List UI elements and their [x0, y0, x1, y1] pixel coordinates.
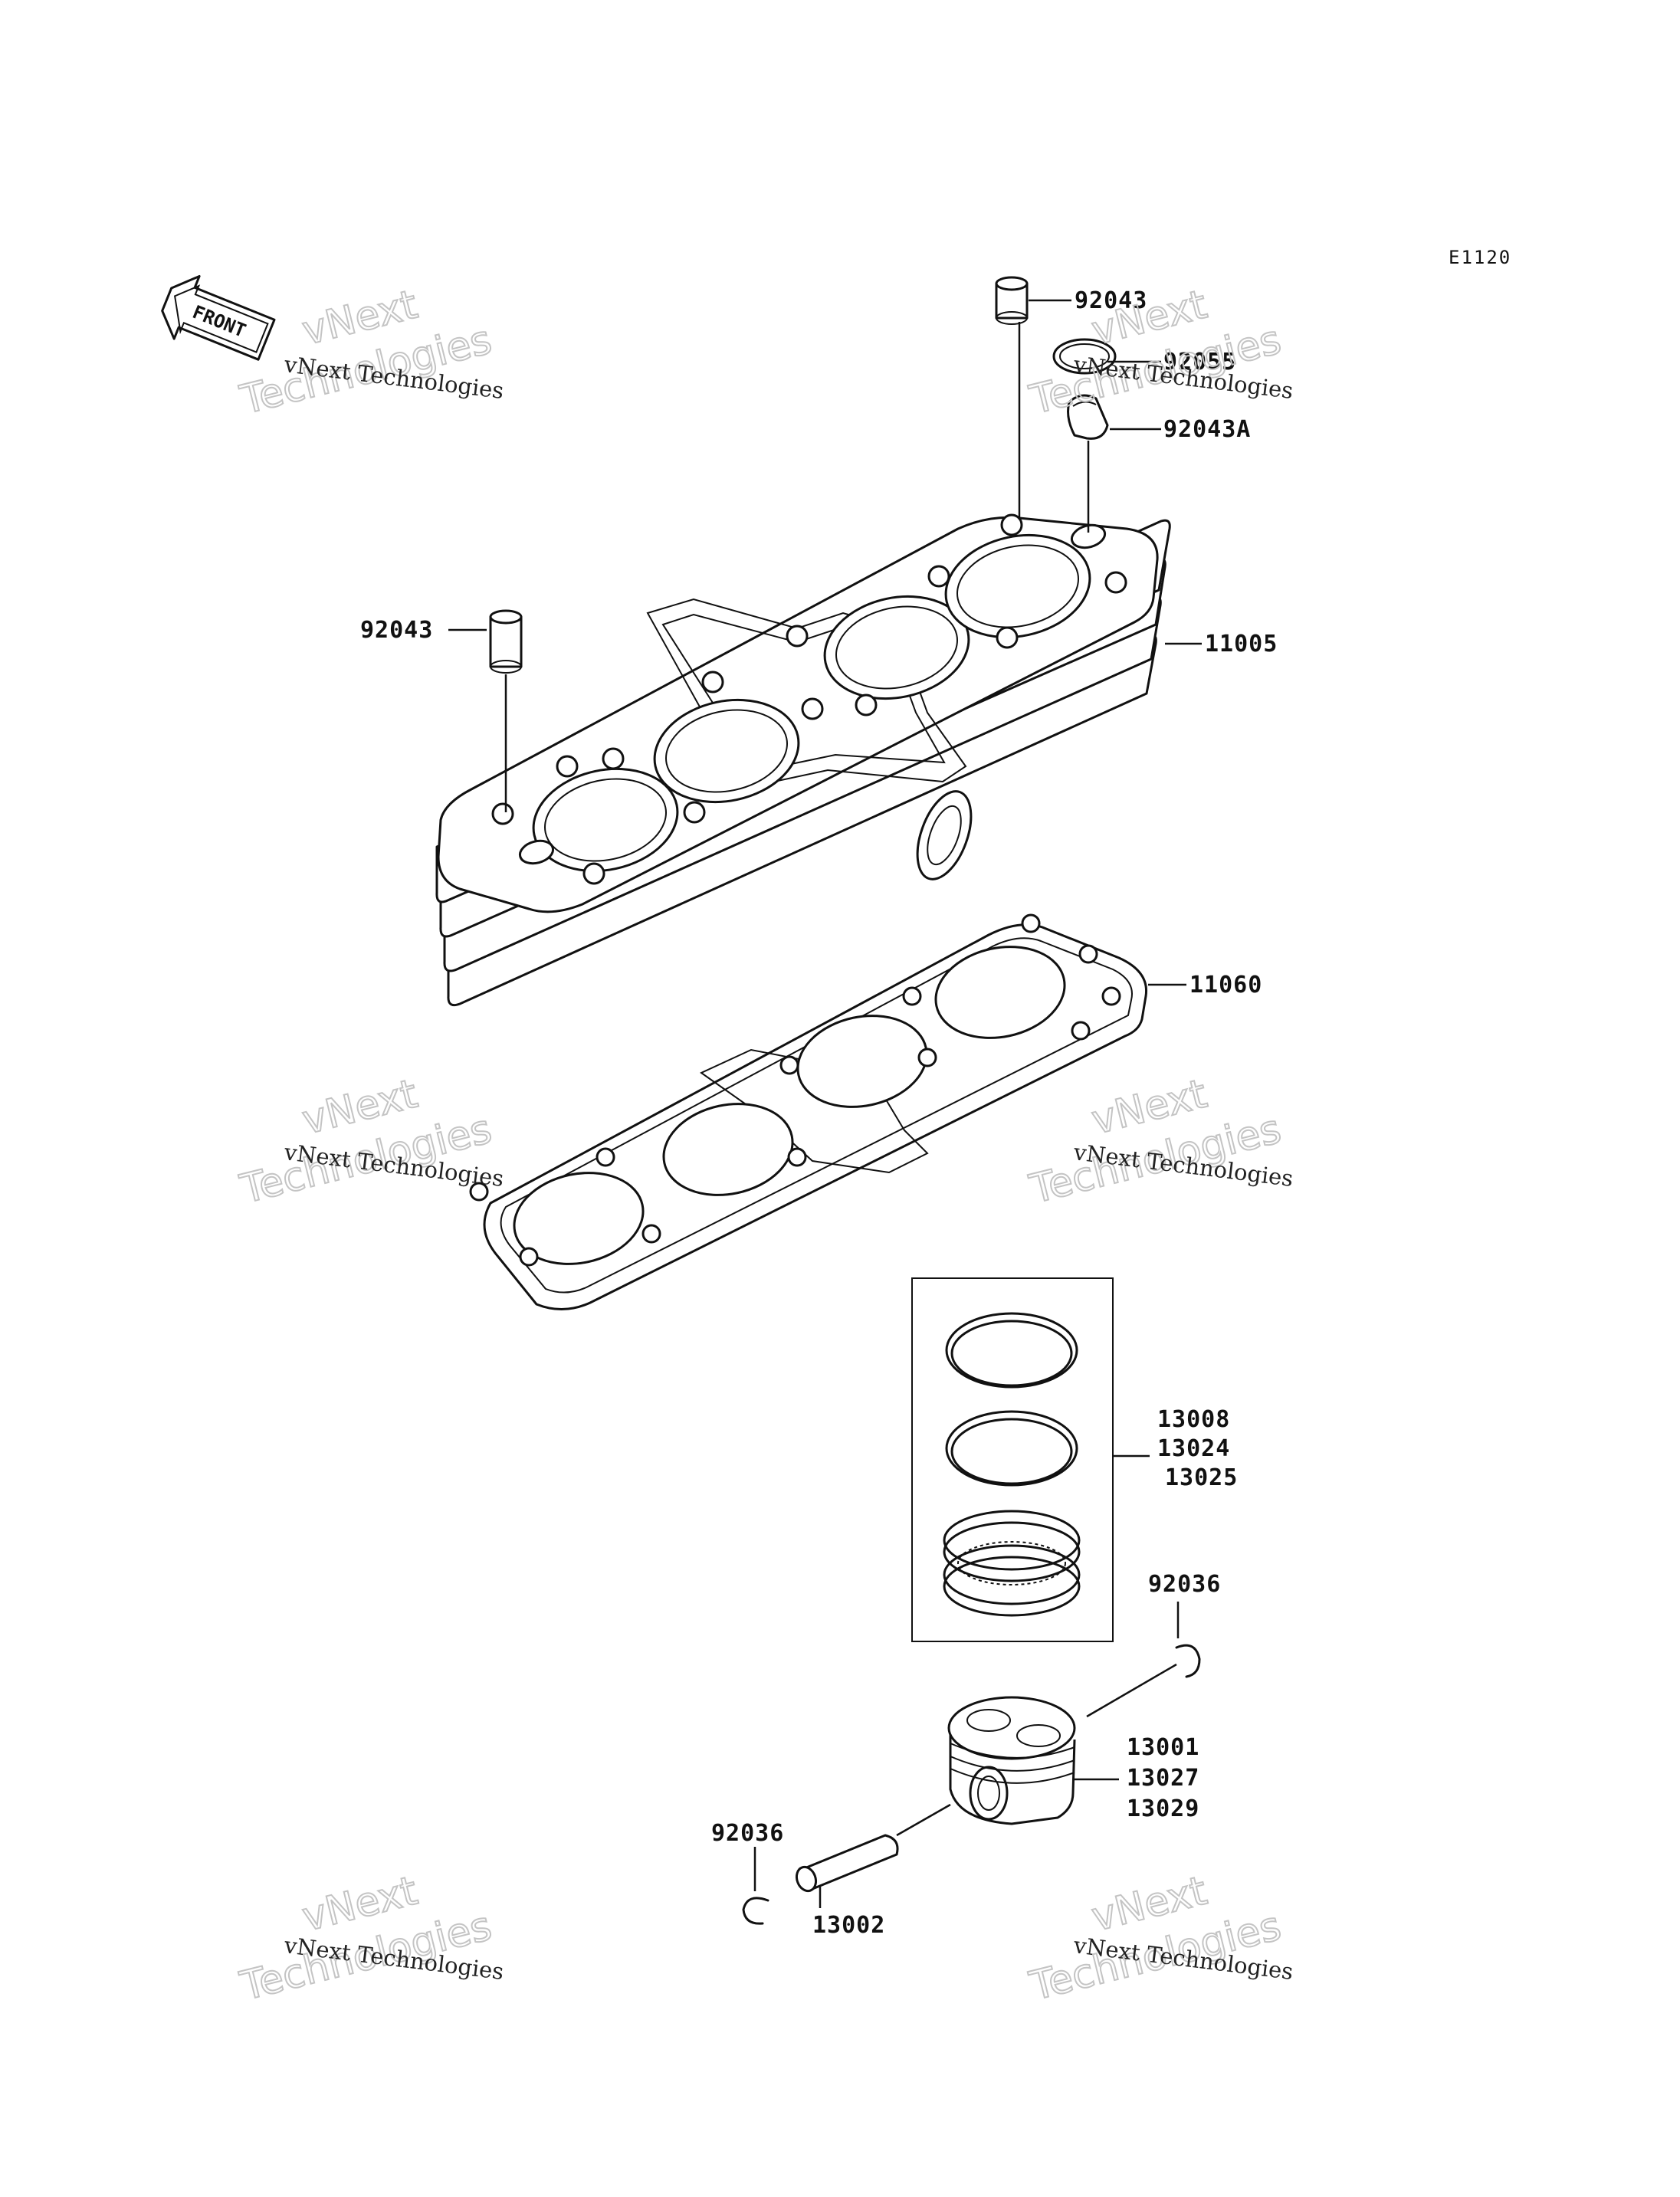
piston — [947, 1696, 1076, 1825]
base-gasket — [469, 913, 1148, 1311]
cylinder-block — [435, 513, 1171, 1007]
label-circlip-left: 92036 — [711, 1820, 784, 1847]
label-circlip-right: 92036 — [1148, 1571, 1221, 1598]
label-piston-3: 13029 — [1127, 1795, 1199, 1822]
label-o-ring: 92055 — [1163, 349, 1236, 375]
watermark: vNext Technologies vNext Technologies — [1025, 1071, 1295, 1214]
ring-set-box — [911, 1277, 1114, 1642]
collar — [1067, 394, 1109, 440]
watermark: vNext Technologies vNext Technologies — [1025, 1867, 1295, 2011]
label-collar: 92043A — [1163, 416, 1251, 443]
piston-rings — [943, 1312, 1081, 1617]
watermark: vNext Technologies vNext Technologies — [235, 1867, 506, 2011]
label-piston-2: 13027 — [1127, 1765, 1199, 1792]
o-ring — [1052, 338, 1117, 375]
label-cylinder: 11005 — [1205, 631, 1278, 657]
label-ring-set-3: 13025 — [1165, 1464, 1238, 1491]
label-ring-set-1: 13008 — [1157, 1406, 1230, 1433]
leader-lines — [448, 299, 1202, 1908]
label-dowel-pin-left: 92043 — [360, 617, 433, 644]
piston-pin — [795, 1834, 899, 1893]
watermark: vNext Technologies vNext Technologies — [1025, 281, 1295, 425]
watermark: vNext Technologies vNext Technologies — [235, 281, 506, 425]
circlip-right — [1175, 1644, 1201, 1678]
label-piston-1: 13001 — [1127, 1734, 1199, 1761]
watermark: vNext Technologies vNext Technologies — [235, 1071, 506, 1214]
dowel-pin-left — [489, 609, 523, 674]
front-arrow-icon: FRONT — [161, 274, 276, 361]
dowel-pin-top — [995, 276, 1029, 325]
label-gasket: 11060 — [1189, 972, 1262, 998]
circlip-left — [742, 1897, 769, 1925]
label-ring-set-2: 13024 — [1157, 1435, 1230, 1462]
label-dowel-pin-top: 92043 — [1075, 287, 1147, 314]
diagram-code: E1120 — [1449, 247, 1511, 268]
label-piston-pin: 13002 — [812, 1912, 885, 1939]
